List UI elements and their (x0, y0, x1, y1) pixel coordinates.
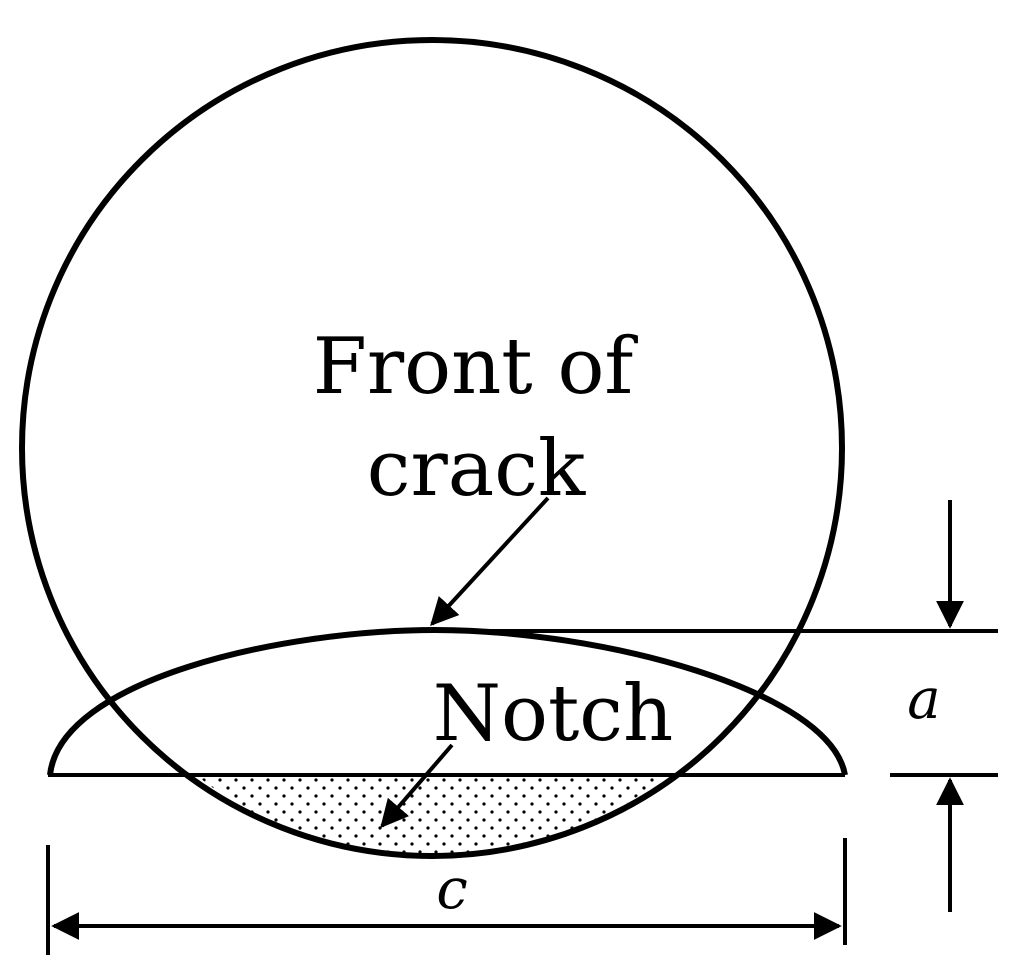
crack-front-circle (19, 37, 845, 859)
front-of-crack-label-line1: Front of (313, 322, 639, 412)
notch-label: Notch (433, 669, 673, 759)
notch-hatched-region (196, 775, 668, 856)
front-of-crack-leader-arrow (430, 496, 550, 627)
notch-leader-arrow (380, 743, 454, 829)
dimension-a-label: a (907, 667, 940, 732)
dimension-c-label: c (436, 857, 467, 922)
front-of-crack-label-line2: crack (367, 424, 586, 514)
